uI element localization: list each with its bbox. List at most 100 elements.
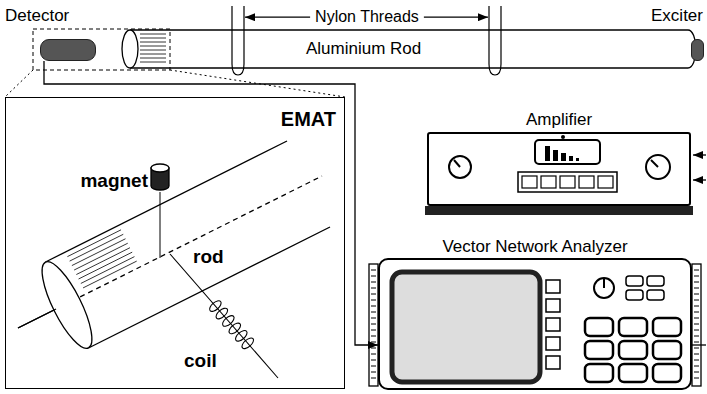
coil-winding [208,299,256,351]
rod-cylinder [122,30,696,68]
handle-grip [694,318,699,319]
amplifier-panel [425,135,706,215]
analyzer-panel [392,272,540,382]
coil-winding [227,321,242,335]
rod-winding [140,62,166,63]
coil-winding [234,329,249,343]
coil-winding [214,306,229,320]
handle-grip [371,372,376,373]
small-key [647,276,664,286]
rod-cylinder [130,29,688,30]
emat-winding [67,230,121,257]
amplifier-panel [545,146,550,161]
handle-grip [694,312,699,313]
nylon-thread [232,6,501,75]
emat-rod [18,309,56,328]
handle-grip [371,354,376,355]
soft-key [546,299,560,312]
rod-cylinder [130,67,688,68]
amplifier-panel [541,176,556,188]
handle-grip [371,312,376,313]
soft-key [546,318,560,331]
amplifier-panel [651,160,658,167]
nylon-thread [489,6,501,75]
emat-rod [46,141,288,262]
handle-grip [694,282,699,283]
handle-grip [694,270,699,271]
handle-grip [371,276,376,277]
analyzer-panel [594,278,614,298]
handle-grip [694,378,699,379]
amplifier-box: Amplifier [427,132,691,206]
keypad-key [585,364,613,382]
handle-grip [694,300,699,301]
amplifier-panel [553,150,558,161]
emat-winding [81,257,135,284]
signal-cable [44,61,378,345]
small-key [647,290,664,300]
emat-rod [18,309,56,328]
thread-label: Nylon Threads [315,8,419,26]
keypad-key [585,341,613,359]
rod-winding [140,34,166,35]
keypad-key [619,364,647,382]
coil-winding [240,336,255,350]
handle-grip [371,330,376,331]
keypad-key [653,318,681,336]
exciter-transducer: Exciter [691,39,704,61]
handle-grip [371,282,376,283]
handle-grip [371,318,376,319]
handle-grip [371,342,376,343]
amplifier-panel [535,140,600,164]
handle-grip [371,270,376,271]
dimension-arrow [424,17,488,18]
zoom-frame [5,29,345,97]
network-analyzer-box-label: Vector Network Analyzer [380,237,690,257]
handle-grip [694,306,699,307]
emat-rod [18,141,330,354]
nylon-thread [232,6,244,75]
part-label: magnet [80,170,148,192]
handle-grip [694,372,699,373]
detector-transducer-label: Detector [5,6,69,26]
emat-inset: EMAT [5,97,345,389]
handle-grip [371,324,376,325]
emat-winding [79,252,133,279]
magnet-symbol [151,164,169,258]
keypad-key [619,318,647,336]
small-key [626,290,643,300]
handle-grip [371,336,376,337]
emat-winding [83,261,137,288]
handle-grip [694,354,699,355]
rod-winding [140,46,166,47]
analyzer-panel [692,344,706,345]
handle-grip [694,330,699,331]
small-key [626,276,643,286]
aluminium-rod: Aluminium Rod [122,30,696,68]
handle-grip [371,378,376,379]
soft-key [546,337,560,350]
amplifier-panel [561,153,566,161]
emat-winding [72,239,126,266]
handle-grip [694,360,699,361]
rod-winding [140,50,166,51]
part-label: coil [184,350,217,372]
handle-grip [694,348,699,349]
amplifier-panel [693,154,706,155]
detector-transducer: Detector [40,39,96,61]
analyzer-panel [369,264,378,386]
handle-grip [694,342,699,343]
magnet-symbol [151,164,169,172]
amplifier-panel [646,155,670,179]
dimension-arrow [245,17,310,18]
emat-rod [33,256,101,354]
rod-winding [140,58,166,59]
soft-key [546,280,560,293]
handle-grip [371,294,376,295]
amplifier-panel [579,176,594,188]
small-key [626,276,664,300]
amplifier-panel [454,160,460,167]
handle-grip [371,288,376,289]
